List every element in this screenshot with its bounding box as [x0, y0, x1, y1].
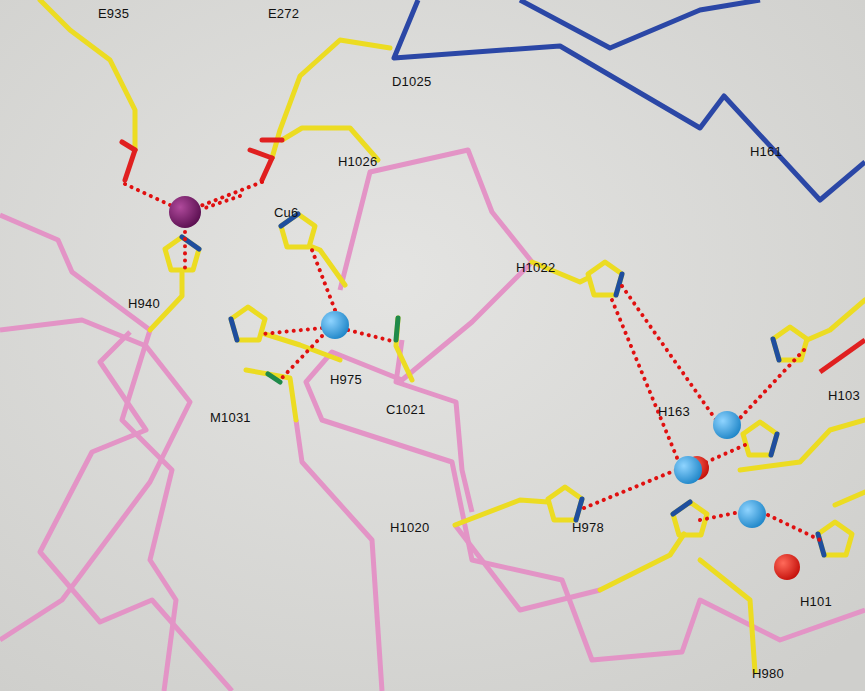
nitrogen-atoms	[182, 214, 824, 555]
residue-label: D1025	[392, 74, 431, 89]
oxygen-atoms	[122, 140, 282, 180]
residue-label: E272	[268, 6, 299, 21]
residue-label: H940	[128, 296, 160, 311]
blue-backbone	[394, 0, 865, 200]
copper-ion	[321, 311, 349, 339]
residue-label: H163	[658, 404, 690, 419]
residue-label: Cu6	[274, 205, 298, 220]
copper-ion	[738, 500, 766, 528]
residue-label: H978	[572, 520, 604, 535]
residue-label: M1031	[210, 410, 251, 425]
red-backbone	[820, 340, 865, 372]
residue-label: H975	[330, 372, 362, 387]
residue-label: H103	[828, 388, 860, 403]
residue-label: H101	[800, 594, 832, 609]
copper-ion	[713, 411, 741, 439]
residue-label: H161	[750, 144, 782, 159]
residue-label: H1020	[390, 520, 429, 535]
copper-ion	[674, 456, 702, 484]
residue-label: H980	[752, 666, 784, 681]
side-chains	[40, 0, 865, 672]
water-oxygen	[774, 554, 800, 580]
residue-label: H1022	[516, 260, 555, 275]
metal-ion	[169, 196, 201, 228]
residue-label: C1021	[386, 402, 425, 417]
pink-backbone	[0, 150, 865, 691]
residue-label: H1026	[338, 154, 377, 169]
residue-label: E935	[98, 6, 129, 21]
coordination-bonds	[125, 182, 820, 540]
